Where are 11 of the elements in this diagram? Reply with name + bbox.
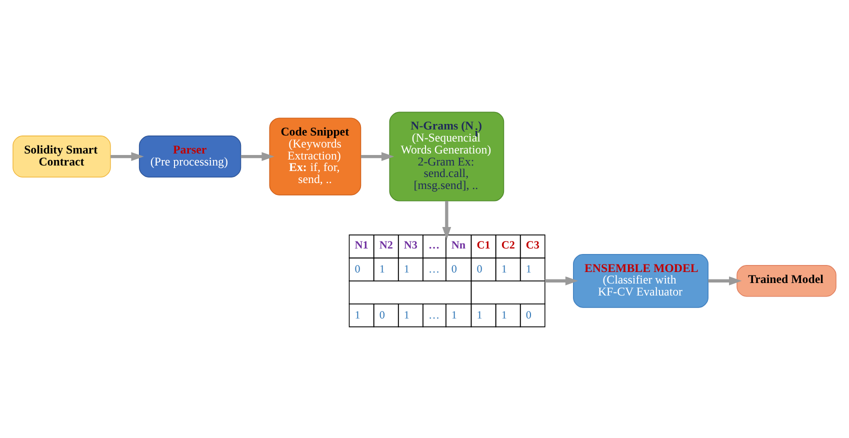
- node-box: Trained Model: [736, 264, 836, 296]
- arrow: [442, 200, 452, 240]
- arrow: [360, 152, 394, 160]
- node-box: ENSEMBLE MODEL (Classifier with KF-CV Evaluator: [573, 253, 708, 308]
- arrow: [544, 276, 578, 285]
- node-box: Solidity Smart Contract: [12, 135, 111, 178]
- node-box: Code Snippet (Keywords Extraction) Ex: if, for, send, ..: [269, 117, 362, 195]
- arrow: [240, 152, 274, 160]
- arrow: [708, 276, 742, 285]
- arrow: [110, 152, 144, 160]
- node-box: Parser (Pre processing): [138, 135, 242, 178]
